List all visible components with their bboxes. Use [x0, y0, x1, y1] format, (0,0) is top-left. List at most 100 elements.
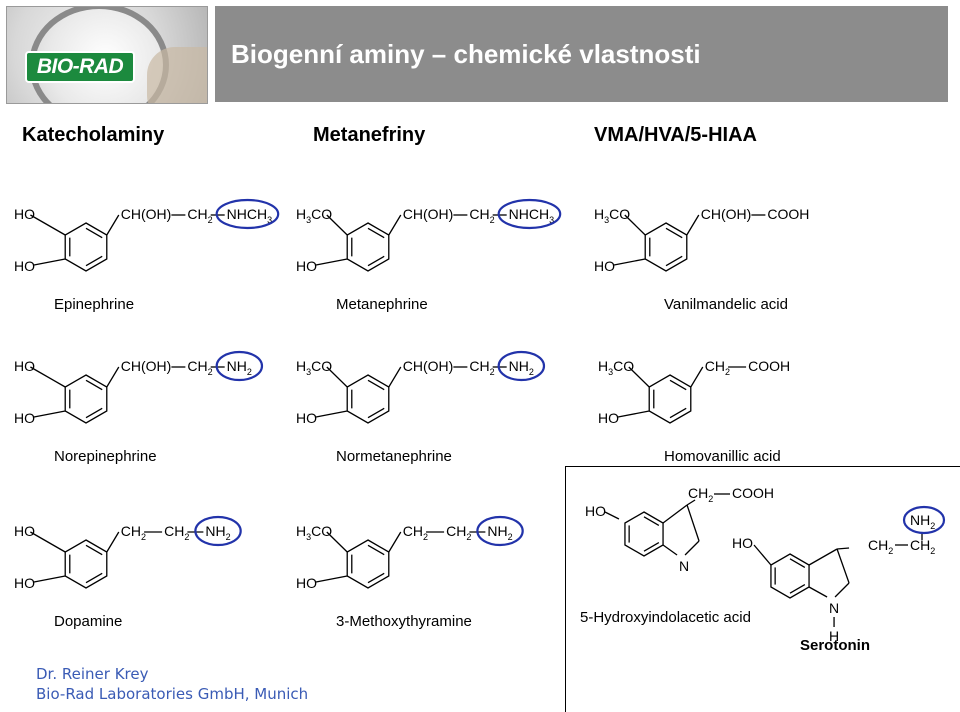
bond [686, 214, 700, 236]
epinephrine-ring [64, 222, 108, 272]
bond [326, 214, 348, 236]
hand-image [147, 47, 207, 103]
section-divider [565, 466, 960, 467]
serotonin-amine-highlight [902, 505, 946, 535]
bond [686, 504, 700, 542]
normetanephrine-ring [346, 374, 390, 424]
serotonin-nitrogen: N [829, 600, 839, 616]
norepinephrine-bottom-substituent: HO [14, 410, 35, 426]
double-bond [789, 584, 806, 594]
methoxythyramine-chain-1: CH2 [446, 523, 471, 542]
metanephrine-ring [346, 222, 390, 272]
bond [388, 214, 402, 236]
methoxythyramine-amine-highlight [476, 515, 524, 547]
double-bond [85, 255, 103, 267]
bond [617, 410, 650, 418]
methoxythyramine-chain-2: NH2 [487, 523, 512, 542]
double-bond [665, 255, 683, 267]
homovanillic-name: Homovanillic acid [664, 448, 781, 465]
bond [33, 410, 66, 418]
vanilmandelic-chain-1: COOH [767, 206, 809, 222]
double-bond [85, 227, 103, 239]
bond [808, 548, 838, 566]
metanephrine-top-substituent: H3CO [296, 206, 332, 225]
vanilmandelic-name: Vanilmandelic acid [664, 296, 788, 313]
methoxythyramine-bottom-substituent: HO [296, 575, 317, 591]
norepinephrine-amine-highlight [215, 350, 264, 382]
homovanillic-bottom-substituent: HO [598, 410, 619, 426]
section-divider-vertical [565, 466, 566, 712]
serotonin-benzene-ring [770, 553, 810, 599]
bond [388, 531, 402, 553]
vanilmandelic-ring [644, 222, 688, 272]
double-bond [665, 227, 683, 239]
epinephrine-chain-1: CH2 [187, 206, 212, 225]
norepinephrine-chain-0: CH(OH) [121, 358, 172, 374]
hiaa-chain-0: CH2 [688, 485, 713, 504]
bond [30, 531, 66, 553]
bond [315, 410, 348, 418]
double-bond [643, 516, 660, 526]
bond [30, 214, 66, 236]
epinephrine-name: Epinephrine [54, 296, 134, 313]
epinephrine-bottom-substituent: HO [14, 258, 35, 274]
bond [326, 531, 348, 553]
bond [33, 258, 66, 266]
bond [690, 366, 704, 388]
hiaa-hydroxy: HO [585, 503, 606, 519]
normetanephrine-chain-0: CH(OH) [403, 358, 454, 374]
homovanillic-chain-1: COOH [748, 358, 790, 374]
bond [808, 586, 828, 598]
metanephrine-bottom-substituent: HO [296, 258, 317, 274]
serotonin-name: Serotonin [800, 637, 870, 654]
metanephrine-chain-0: CH(OH) [403, 206, 454, 222]
dopamine-chain-1: CH2 [164, 523, 189, 542]
page-title: Biogenní aminy – chemické vlastnosti [231, 39, 701, 69]
hiaa-benzene-ring [624, 511, 664, 557]
double-bond [85, 544, 103, 556]
norepinephrine-ring [64, 374, 108, 424]
hiaa-nitrogen: N [679, 558, 689, 574]
vanilmandelic-top-substituent: H3CO [594, 206, 630, 225]
double-bond [85, 572, 103, 584]
serotonin-amine: NH2 [910, 512, 935, 531]
column-title-metanefriny: Metanefriny [313, 124, 426, 146]
serotonin-h: H [829, 628, 839, 644]
epinephrine-top-substituent: HO [14, 206, 35, 222]
double-bond [789, 558, 806, 568]
methoxythyramine-ring [346, 539, 390, 589]
column-title-acids: VMA/HVA/5-HIAA [594, 124, 757, 146]
dopamine-ring [64, 539, 108, 589]
normetanephrine-name: Normetanephrine [336, 448, 452, 465]
double-bond [367, 544, 385, 556]
logo-text: BIO-RAD [25, 51, 135, 83]
metanephrine-amine-highlight [497, 198, 562, 230]
methoxythyramine-top-substituent: H3CO [296, 523, 332, 542]
normetanephrine-bottom-substituent: HO [296, 410, 317, 426]
footer: Dr. Reiner Krey Bio-Rad Laboratories Gmb… [36, 664, 308, 704]
title-bar: Biogenní aminy – chemické vlastnosti [215, 6, 948, 102]
dopamine-amine-highlight [194, 515, 242, 547]
epinephrine-chain-2: NHCH3 [227, 206, 272, 225]
double-bond [669, 407, 687, 419]
normetanephrine-chain-2: NH2 [509, 358, 534, 377]
vanilmandelic-bottom-substituent: HO [594, 258, 615, 274]
bond [33, 575, 66, 583]
normetanephrine-amine-highlight [497, 350, 546, 382]
bond [624, 214, 646, 236]
bond [315, 575, 348, 583]
homovanillic-ring [648, 374, 692, 424]
double-bond [85, 379, 103, 391]
dopamine-top-substituent: HO [14, 523, 35, 539]
bond [106, 214, 120, 236]
author-name: Dr. Reiner Krey [36, 665, 149, 683]
bond [834, 582, 850, 598]
metanephrine-chain-1: CH2 [469, 206, 494, 225]
bond [30, 366, 66, 388]
serotonin-hydroxy: HO [732, 535, 753, 551]
bond [388, 366, 402, 388]
normetanephrine-top-substituent: H3CO [296, 358, 332, 377]
double-bond [367, 572, 385, 584]
bond [106, 531, 120, 553]
